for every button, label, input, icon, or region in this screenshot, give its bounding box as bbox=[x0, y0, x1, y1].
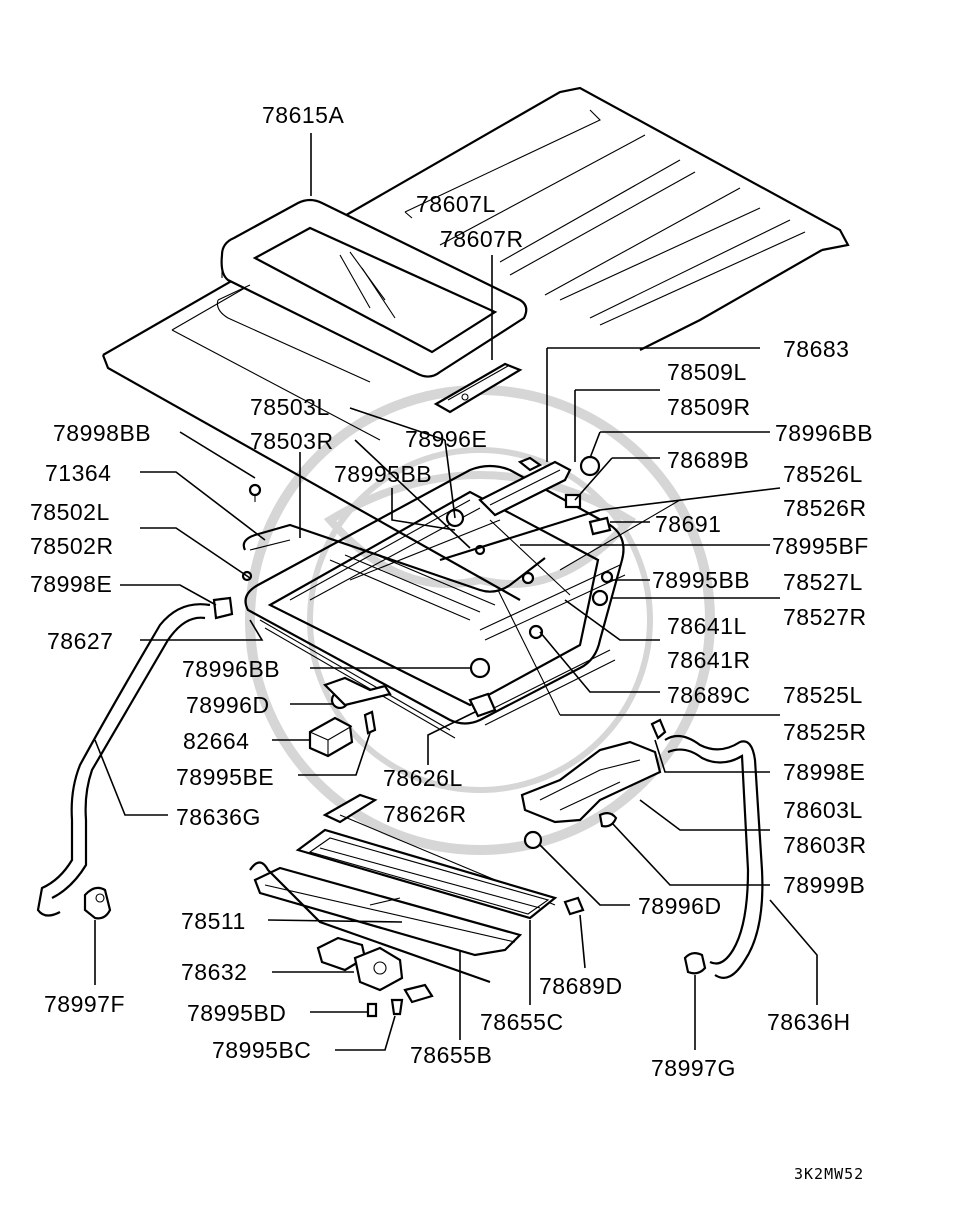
label-78503l: 78503L bbox=[250, 394, 330, 420]
label-78999b: 78999B bbox=[783, 872, 865, 898]
drain-tube-71364 bbox=[242, 523, 546, 593]
relay-82664 bbox=[308, 676, 392, 758]
deflector-78683 bbox=[478, 456, 572, 517]
bracket-78603 bbox=[520, 718, 667, 828]
label-78998e-right: 78998E bbox=[783, 759, 865, 785]
figure-code: 3K2MW52 bbox=[794, 1165, 864, 1183]
label-78641r: 78641R bbox=[667, 647, 751, 673]
label-78655b: 78655B bbox=[410, 1042, 492, 1068]
motor-78632 bbox=[316, 936, 434, 1018]
label-78607r: 78607R bbox=[440, 226, 524, 252]
label-78525l: 78525L bbox=[783, 682, 863, 708]
leader-lines bbox=[94, 133, 818, 1051]
label-78689b: 78689B bbox=[667, 447, 749, 473]
label-78607l: 78607L bbox=[416, 191, 496, 217]
label-78998bb: 78998BB bbox=[53, 420, 151, 446]
glass-panel bbox=[216, 198, 528, 383]
label-78627: 78627 bbox=[47, 628, 113, 654]
label-78996d-right: 78996D bbox=[638, 893, 722, 919]
label-78526l: 78526L bbox=[783, 461, 863, 487]
label-78526r: 78526R bbox=[783, 495, 867, 521]
rail-and-cables bbox=[439, 508, 626, 716]
label-78995bc: 78995BC bbox=[212, 1037, 311, 1063]
label-78689c: 78689C bbox=[667, 682, 751, 708]
label-78626r: 78626R bbox=[383, 801, 467, 827]
drain-hose-78636H bbox=[664, 734, 764, 979]
label-78998e-left: 78998E bbox=[30, 571, 112, 597]
label-78641l: 78641L bbox=[667, 613, 747, 639]
part-labels: 78615A 78607L 78607R 78683 78509L 78509R… bbox=[30, 102, 873, 1081]
label-78683: 78683 bbox=[783, 336, 849, 362]
grommet-78997G bbox=[683, 951, 707, 975]
label-78509l: 78509L bbox=[667, 359, 747, 385]
label-78995bf: 78995BF bbox=[772, 533, 869, 559]
label-78603l: 78603L bbox=[783, 797, 863, 823]
grommet-78997F bbox=[83, 886, 112, 920]
label-78996e: 78996E bbox=[405, 426, 487, 452]
label-78636h: 78636H bbox=[767, 1009, 851, 1035]
label-78636g: 78636G bbox=[176, 804, 261, 830]
label-82664: 82664 bbox=[183, 728, 249, 754]
label-78996bb-left: 78996BB bbox=[182, 656, 280, 682]
label-78511: 78511 bbox=[181, 908, 246, 934]
sunroof-frame bbox=[244, 464, 625, 739]
label-78503r: 78503R bbox=[250, 428, 334, 454]
drain-hose-78636G bbox=[36, 596, 234, 917]
small-clips bbox=[523, 830, 585, 916]
label-78632: 78632 bbox=[181, 959, 247, 985]
drive-cable-tray bbox=[249, 861, 523, 984]
label-78509r: 78509R bbox=[667, 394, 751, 420]
label-78995bb-top: 78995BB bbox=[334, 461, 432, 487]
label-78626l: 78626L bbox=[383, 765, 463, 791]
bracket-78626 bbox=[468, 692, 497, 718]
label-71364: 71364 bbox=[45, 460, 111, 486]
roof-panel bbox=[101, 86, 850, 601]
label-78527r: 78527R bbox=[783, 604, 867, 630]
label-78502r: 78502R bbox=[30, 533, 114, 559]
label-78689d: 78689D bbox=[539, 973, 623, 999]
label-78995bd: 78995BD bbox=[187, 1000, 286, 1026]
label-78655c: 78655C bbox=[480, 1009, 564, 1035]
label-78996bb-top: 78996BB bbox=[775, 420, 873, 446]
label-78525r: 78525R bbox=[783, 719, 867, 745]
label-78691: 78691 bbox=[655, 511, 721, 537]
label-78527l: 78527L bbox=[783, 569, 863, 595]
label-78995be: 78995BE bbox=[176, 764, 274, 790]
label-78997f: 78997F bbox=[44, 991, 125, 1017]
sunshade-frame bbox=[295, 793, 558, 920]
label-78603r: 78603R bbox=[783, 832, 867, 858]
label-78615a: 78615A bbox=[262, 102, 344, 128]
label-78997g: 78997G bbox=[651, 1055, 736, 1081]
label-78995bb-right: 78995BB bbox=[652, 567, 750, 593]
label-78996d-left: 78996D bbox=[186, 692, 270, 718]
label-78502l: 78502L bbox=[30, 499, 110, 525]
weatherstrip-part bbox=[433, 362, 523, 414]
